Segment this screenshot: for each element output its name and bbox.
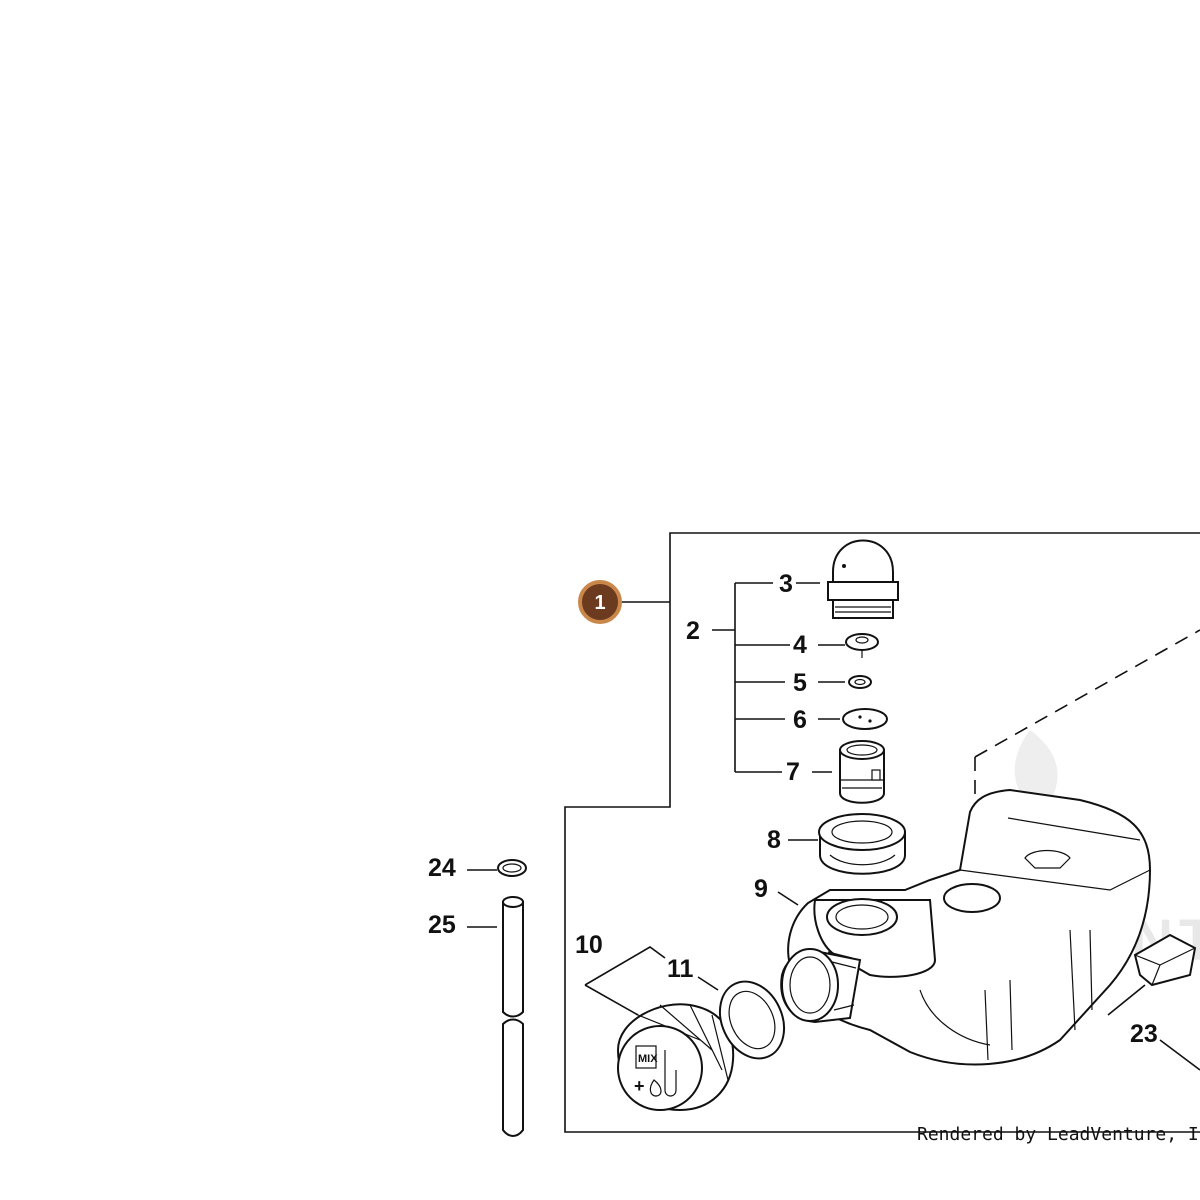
oil-drop-icon <box>649 1079 662 1097</box>
callout-23[interactable]: 23 <box>1130 1020 1158 1048</box>
cap-mix-text: MIX <box>638 1053 658 1065</box>
dashed-guide-top <box>974 629 1200 758</box>
callout-3[interactable]: 3 <box>779 570 793 598</box>
callout-1-label: 1 <box>594 592 605 614</box>
callout-24[interactable]: 24 <box>428 854 456 882</box>
assembly-frame <box>564 532 1200 1133</box>
callout-8[interactable]: 8 <box>767 826 781 854</box>
part-5-o-ring[interactable] <box>848 675 872 689</box>
callout-25[interactable]: 25 <box>428 911 456 939</box>
part-3-cap[interactable] <box>827 539 899 619</box>
callout-1-badge[interactable]: 1 <box>578 580 622 624</box>
part-24-clip[interactable] <box>497 859 527 877</box>
part-11-gasket[interactable] <box>708 971 796 1069</box>
callout-7[interactable]: 7 <box>786 758 800 786</box>
leader-23 <box>1107 984 1200 1071</box>
credit-text: Rendered by LeadVenture, Inc. <box>917 1124 1200 1145</box>
callout-2[interactable]: 2 <box>686 617 700 645</box>
part-10-fuel-cap[interactable]: MIX + <box>616 1003 735 1112</box>
callout-4[interactable]: 4 <box>793 631 807 659</box>
leader-9 <box>777 891 799 906</box>
part-6-disc[interactable] <box>842 708 888 730</box>
part-4-valve[interactable] <box>845 633 879 658</box>
part-8-grommet[interactable] <box>818 813 906 875</box>
part-23-filter-block[interactable] <box>1133 933 1197 987</box>
callout-9[interactable]: 9 <box>754 875 768 903</box>
cap-plus-text: + <box>634 1076 645 1096</box>
callout-5[interactable]: 5 <box>793 669 807 697</box>
callout-1-circle <box>578 580 622 624</box>
part-7-sleeve[interactable] <box>839 740 885 804</box>
leader-11 <box>697 976 719 991</box>
callout-10[interactable]: 10 <box>575 931 603 959</box>
leader-10 <box>584 946 666 1016</box>
bracket-2 <box>712 582 790 773</box>
callout-11[interactable]: 11 <box>667 955 694 983</box>
part-25-fuel-line[interactable] <box>502 896 524 1137</box>
callout-6[interactable]: 6 <box>793 706 807 734</box>
part-9-fuel-tank[interactable] <box>780 788 1152 1066</box>
